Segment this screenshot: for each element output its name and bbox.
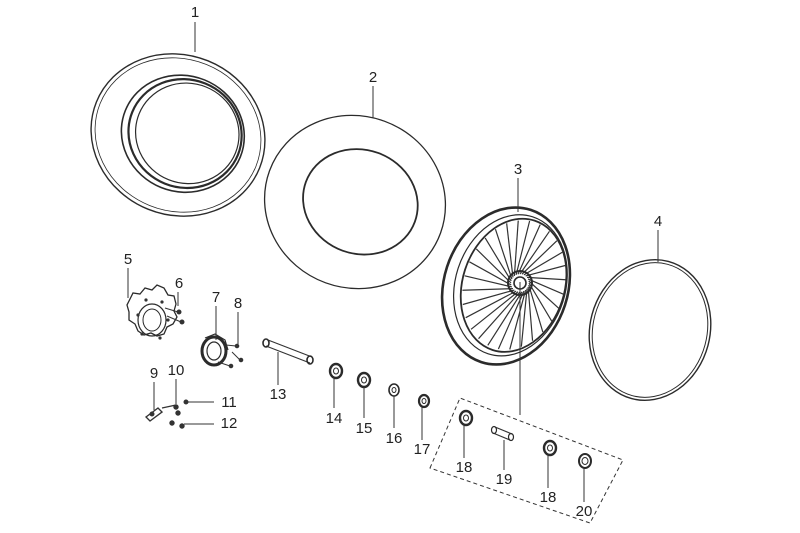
callout-17: 17: [414, 441, 431, 458]
bracket-hardware-part: [144, 399, 189, 429]
wheel-spoke: [484, 237, 512, 282]
callout-2: 2: [369, 69, 377, 86]
wheel-spoke: [521, 240, 558, 275]
spacer-part-14: [328, 362, 344, 380]
wheel-spoke: [523, 251, 563, 276]
callout-4: 4: [654, 213, 662, 230]
callout-11: 11: [221, 394, 237, 411]
spoked-wheel-part: [440, 206, 572, 366]
washer-part-16: [388, 383, 400, 397]
seal-part-20: [578, 453, 592, 469]
callout-20: 20: [576, 503, 593, 520]
callout-5: 5: [124, 251, 132, 268]
disc-bolts-part: [164, 307, 185, 325]
sensor-ring-part: [200, 333, 229, 367]
wheel-spoke: [527, 278, 564, 295]
callout-14: 14: [326, 410, 343, 427]
nut-part-17: [417, 393, 431, 409]
screws-part: [217, 343, 244, 369]
wheel-spoke: [506, 223, 514, 278]
wheel-spoke: [509, 289, 527, 350]
callout-18a: 18: [456, 459, 473, 476]
callout-13: 13: [270, 386, 287, 403]
wheel-spoke: [528, 284, 544, 333]
wheel-spoke: [520, 288, 528, 347]
callout-7: 7: [212, 289, 220, 306]
inner-tube-part: [263, 114, 447, 290]
wheel-spoke: [528, 282, 553, 322]
rim-band-part: [588, 258, 712, 402]
axle-part: [262, 338, 314, 365]
callout-16: 16: [386, 430, 403, 447]
bearing-part-18b: [542, 439, 558, 457]
bearing-kit-box: [429, 282, 624, 524]
callout-3: 3: [514, 161, 522, 178]
wheel-spoke: [527, 276, 566, 281]
wheel-spoke: [517, 224, 541, 275]
callout-19: 19: [496, 471, 513, 488]
spacer-part-19: [490, 425, 515, 442]
callout-6: 6: [175, 275, 183, 292]
wheel-spoke: [478, 291, 521, 340]
callout-1: 1: [191, 4, 199, 21]
wheel-spoke: [528, 280, 560, 309]
wheel-spoke: [475, 248, 512, 284]
wheel-spoke: [465, 290, 517, 319]
wheel-spoke: [469, 261, 512, 286]
callout-labels: 1 2 3 4 5 6 7 8 9 10 11 12 13 14 15 16 1…: [124, 4, 662, 520]
leader-lines: [127, 22, 659, 502]
wheel-spoke: [515, 220, 531, 276]
wheel-spoke: [487, 291, 523, 346]
callout-8: 8: [234, 295, 242, 312]
wheel-spoke: [462, 289, 515, 306]
wheel-spoke: [525, 264, 566, 277]
callout-12: 12: [221, 415, 238, 432]
wheel-spoke: [462, 288, 513, 291]
wheel-spoke: [519, 230, 550, 275]
tire-part: [90, 53, 266, 217]
callout-15: 15: [356, 420, 373, 437]
wheel-spoke: [494, 229, 513, 280]
callout-9: 9: [150, 365, 158, 382]
bearing-part-18a: [458, 409, 474, 427]
callout-10: 10: [168, 362, 185, 379]
callout-18b: 18: [540, 489, 557, 506]
wheel-spoke: [527, 286, 534, 341]
brake-disc-part: [126, 284, 178, 340]
wheel-spoke: [470, 291, 519, 330]
wheel-spoke: [464, 275, 513, 288]
wheel-spoke: [513, 220, 519, 277]
spacer-part-15: [356, 371, 372, 389]
